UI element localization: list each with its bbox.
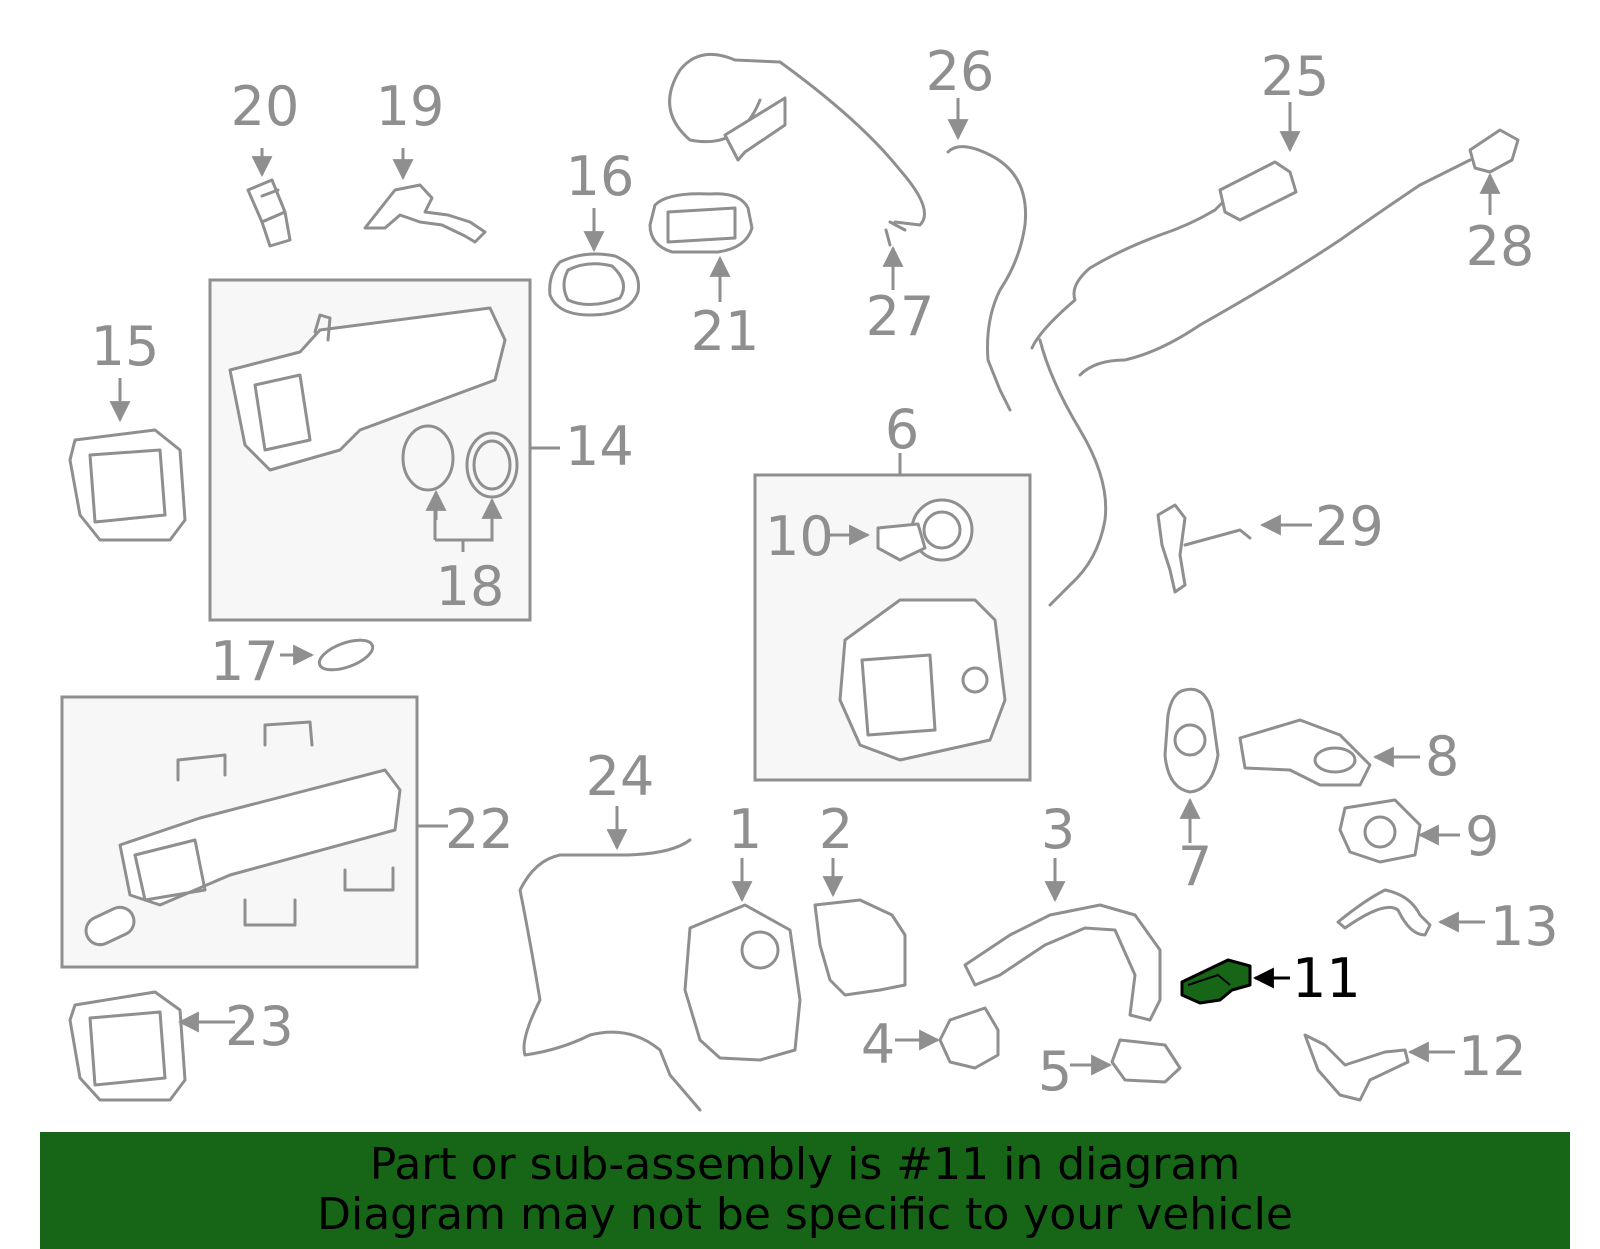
part-26-lower-wire bbox=[1038, 338, 1108, 607]
part-2-plate bbox=[813, 898, 907, 997]
callout-18: 18 bbox=[436, 555, 505, 618]
part-5-gasket bbox=[1110, 1038, 1182, 1084]
callout-17: 17 bbox=[210, 630, 279, 693]
part-12-shield bbox=[1303, 1033, 1410, 1102]
part-16-gasket bbox=[548, 252, 641, 317]
callout-16: 16 bbox=[566, 145, 635, 208]
part-17-gasket bbox=[317, 638, 375, 672]
part-9-gasket bbox=[1338, 798, 1422, 864]
callout-2: 2 bbox=[819, 798, 853, 861]
callout-28: 28 bbox=[1466, 215, 1535, 278]
leader-lines bbox=[109, 98, 1501, 1076]
part-29-bracket bbox=[1156, 503, 1187, 594]
callout-23: 23 bbox=[225, 995, 294, 1058]
callout-3: 3 bbox=[1041, 798, 1075, 861]
callout-14: 14 bbox=[565, 415, 634, 478]
part-4-gasket bbox=[938, 1006, 1000, 1070]
callout-29: 29 bbox=[1315, 495, 1384, 558]
part-11-highlighted bbox=[1180, 958, 1252, 1005]
callout-20: 20 bbox=[231, 75, 300, 138]
part-21-cover bbox=[648, 192, 754, 254]
callout-10: 10 bbox=[765, 505, 834, 568]
part-7-gasket bbox=[1163, 687, 1220, 794]
callout-24: 24 bbox=[586, 745, 655, 808]
part-25-harness bbox=[1030, 198, 1227, 350]
part-10-valve bbox=[876, 498, 974, 562]
callout-6: 6 bbox=[885, 398, 919, 461]
part-26-wire bbox=[946, 145, 1028, 412]
part-22-cooler bbox=[84, 720, 402, 947]
callout-19: 19 bbox=[376, 75, 445, 138]
part-3-pipe bbox=[963, 903, 1162, 1022]
callout-11: 11 bbox=[1292, 947, 1361, 1010]
banner-line-1: Part or sub-assembly is #11 in diagram bbox=[369, 1139, 1241, 1190]
banner-line-2: Diagram may not be specific to your vehi… bbox=[317, 1189, 1293, 1240]
part-28-bracket bbox=[1468, 128, 1520, 174]
callout-25: 25 bbox=[1261, 45, 1330, 108]
callout-9: 9 bbox=[1465, 805, 1499, 868]
callout-26: 26 bbox=[926, 40, 995, 103]
callout-4: 4 bbox=[861, 1013, 895, 1076]
callout-13: 13 bbox=[1490, 895, 1559, 958]
part-19-bracket bbox=[363, 183, 487, 244]
part-8-pipe bbox=[1238, 718, 1372, 787]
part-1-valve bbox=[683, 903, 802, 1062]
part-20-sensor bbox=[246, 178, 292, 248]
callout-7: 7 bbox=[1178, 835, 1212, 898]
part-27-sensor-wire bbox=[668, 52, 926, 247]
callout-22: 22 bbox=[445, 798, 514, 861]
info-banner: Part or sub-assembly is #11 in diagram D… bbox=[40, 1132, 1570, 1249]
part-14-cooler bbox=[228, 306, 507, 472]
callout-1: 1 bbox=[728, 798, 762, 861]
part-15-plate bbox=[68, 428, 187, 542]
part-28-harness bbox=[1078, 158, 1472, 377]
part-24-tube bbox=[518, 838, 702, 1112]
part-23-plate bbox=[68, 990, 187, 1102]
callout-27: 27 bbox=[866, 285, 935, 348]
part-6-housing bbox=[838, 598, 1007, 762]
callout-8: 8 bbox=[1425, 725, 1459, 788]
callout-21: 21 bbox=[691, 300, 760, 363]
part-25-connector bbox=[1218, 160, 1298, 222]
callout-labels: 20 19 16 21 27 26 25 28 15 14 18 17 6 10… bbox=[91, 40, 1559, 1103]
callout-12: 12 bbox=[1458, 1025, 1527, 1088]
callout-15: 15 bbox=[91, 315, 160, 378]
callout-5: 5 bbox=[1038, 1040, 1072, 1103]
part-13-tube bbox=[1336, 888, 1432, 937]
part-29-wire bbox=[1183, 528, 1252, 547]
